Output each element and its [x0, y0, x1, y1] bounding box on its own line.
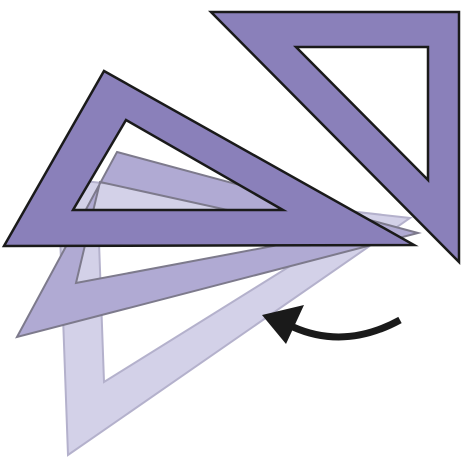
arrow-shaft [293, 320, 400, 337]
set-square-rotated [4, 71, 414, 246]
rotation-arrow-icon [262, 305, 400, 344]
